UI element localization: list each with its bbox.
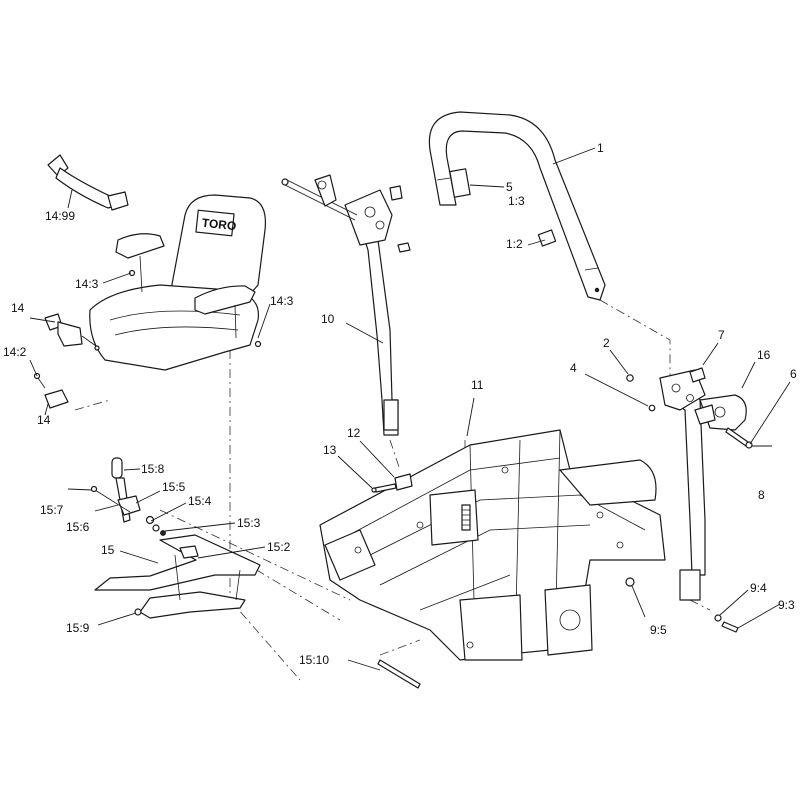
callout-9-4: 9:4 [750,581,767,595]
callout-14-99: 14:99 [45,209,75,223]
spring-11 [461,504,471,531]
rops-latch-16 [694,394,747,431]
callout-15-9: 15:9 [66,621,90,635]
callout-15-6: 15:6 [66,520,90,534]
callout-9-3: 9:3 [778,598,795,612]
callout-11: 11 [471,378,484,392]
callout-5: 5 [506,180,513,194]
seat-logo: TORO [201,216,237,234]
callout-14-3-right: 14:3 [270,294,294,308]
callout-1-2: 1:2 [506,237,523,251]
seat-logo-plate [195,209,235,237]
seat-assembly: TORO [89,194,267,371]
callout-14-lower: 14 [37,413,51,427]
callout-6: 6 [790,367,797,381]
callout-14-3-left: 14:3 [75,277,99,291]
seat-belt-buckle-lower [33,372,69,409]
washer-9-4 [714,614,722,622]
bolt-9-3 [721,621,739,633]
callout-2: 2 [603,336,610,350]
callout-15-3: 15:3 [237,516,261,530]
callout-4: 4 [570,361,577,375]
callout-13: 13 [323,443,337,457]
callout-8: 8 [758,488,765,502]
nut-4 [648,404,656,412]
rod-15-10 [377,659,421,689]
callout-10: 10 [321,312,335,326]
main-chassis-frame [319,429,666,661]
callout-7: 7 [718,328,725,342]
rops-left-post [281,174,411,436]
rops-upper-hoop [428,111,606,301]
callout-15: 15 [101,543,115,557]
bolt-15-9 [134,608,142,616]
seat-lever [90,457,166,536]
callout-15-2: 15:2 [267,540,291,554]
leader-lines [29,147,791,671]
bushing-12 [394,473,413,491]
callout-1: 1 [597,141,604,155]
callout-labels: 1 5 1:3 1:2 14:99 14:3 14:3 14 14:2 14 1… [3,141,797,667]
callout-14-upper: 14 [11,301,25,315]
callout-15-8: 15:8 [141,462,165,476]
bolt-6 [725,427,753,449]
callout-15-10: 15:10 [299,653,329,667]
callout-15-5: 15:5 [162,480,186,494]
decal-1-2 [537,229,557,247]
callout-12: 12 [347,426,361,440]
rops-right-post [659,369,706,601]
callout-15-4: 15:4 [188,494,212,508]
seat-mount-frame [94,534,261,619]
washer-2 [626,374,634,382]
callout-16: 16 [757,348,771,362]
mount-9-5 [625,577,635,587]
seat-belt-strap [47,154,129,211]
decal-1-3 [449,168,471,198]
callout-9-5: 9:5 [650,623,667,637]
callout-1-3: 1:3 [508,194,525,208]
knob-7 [689,367,706,383]
callout-15-7: 15:7 [40,503,64,517]
callout-14-2: 14:2 [3,345,27,359]
